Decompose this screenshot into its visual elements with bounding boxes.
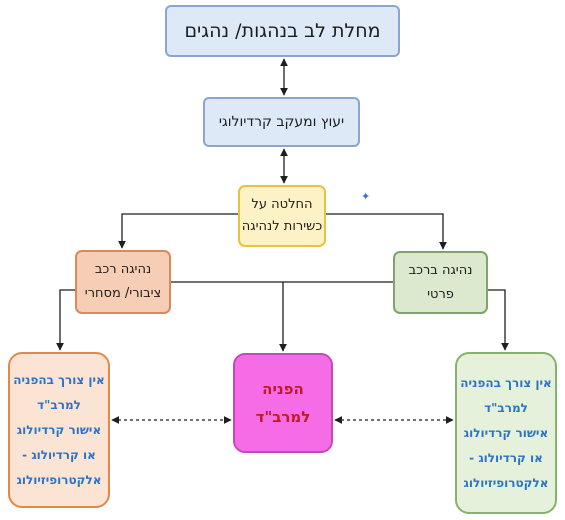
driving-decision-box: החלטה על כשירות לנהיגה [238,185,326,247]
decision-public-arrow [118,213,238,249]
private-line-1: נהיגה ברכב [408,262,473,278]
right-cond-line-3: אישור קרדיולוג [463,425,549,440]
left-cond-line-5: אלקטרופיזיולוג [16,472,102,487]
private-rightcond-arrow [488,289,509,351]
decision-private-arrow [326,213,447,250]
right-cond-line-4: או קרדיולוג - [469,450,543,465]
private-line-2: פרטי [427,286,454,302]
left-cond-line-3: אישור קרדיולוג [16,422,102,437]
left-condition-box: אין צורך בהפניה למרב"ד אישור קרדיולוג או… [8,352,110,508]
cardiology-consult-box: יעוץ ומעקב קרדיולוגי [203,97,360,147]
decision-line-1: החלטה על [251,197,313,212]
right-cond-line-5: אלקטרופיזיולוג [463,475,549,490]
public-vehicle-box: נהיגה רכב ציבורי/ מסחרי [75,250,171,314]
referral-box: הפניה למרב"ד [233,353,333,453]
referral-line-2: למרב"ד [255,408,311,426]
left-cond-line-2: למרב"ד [37,397,81,412]
title-box: מחלת לב בנהגות/ נהגים [165,5,400,57]
left-cond-line-4: או קרדיולוג - [22,447,96,462]
private-vehicle-box: נהיגה ברכב פרטי [393,251,488,314]
public-line-2: ציבורי/ מסחרי [84,286,162,301]
decision-line-2: כשירות לנהיגה [241,219,323,234]
referral-line-1: הפניה [262,380,304,398]
right-cond-line-1: אין צורך בהפניה [460,375,552,390]
public-line-1: נהיגה רכב [94,262,152,277]
right-condition-box: אין צורך בהפניה למרב"ד אישור קרדיולוג או… [455,352,557,514]
title-text: מחלת לב בנהגות/ נהגים [184,20,381,42]
right-cond-line-2: למרב"ד [484,400,528,415]
public-referral-arrow [171,281,287,352]
sparkle-icon: ✦ [361,190,371,203]
public-leftcond-arrow [56,289,75,351]
consult-text: יעוץ ומעקב קרדיולוגי [218,114,345,130]
left-cond-line-1: אין צורך בהפניה [13,372,105,387]
